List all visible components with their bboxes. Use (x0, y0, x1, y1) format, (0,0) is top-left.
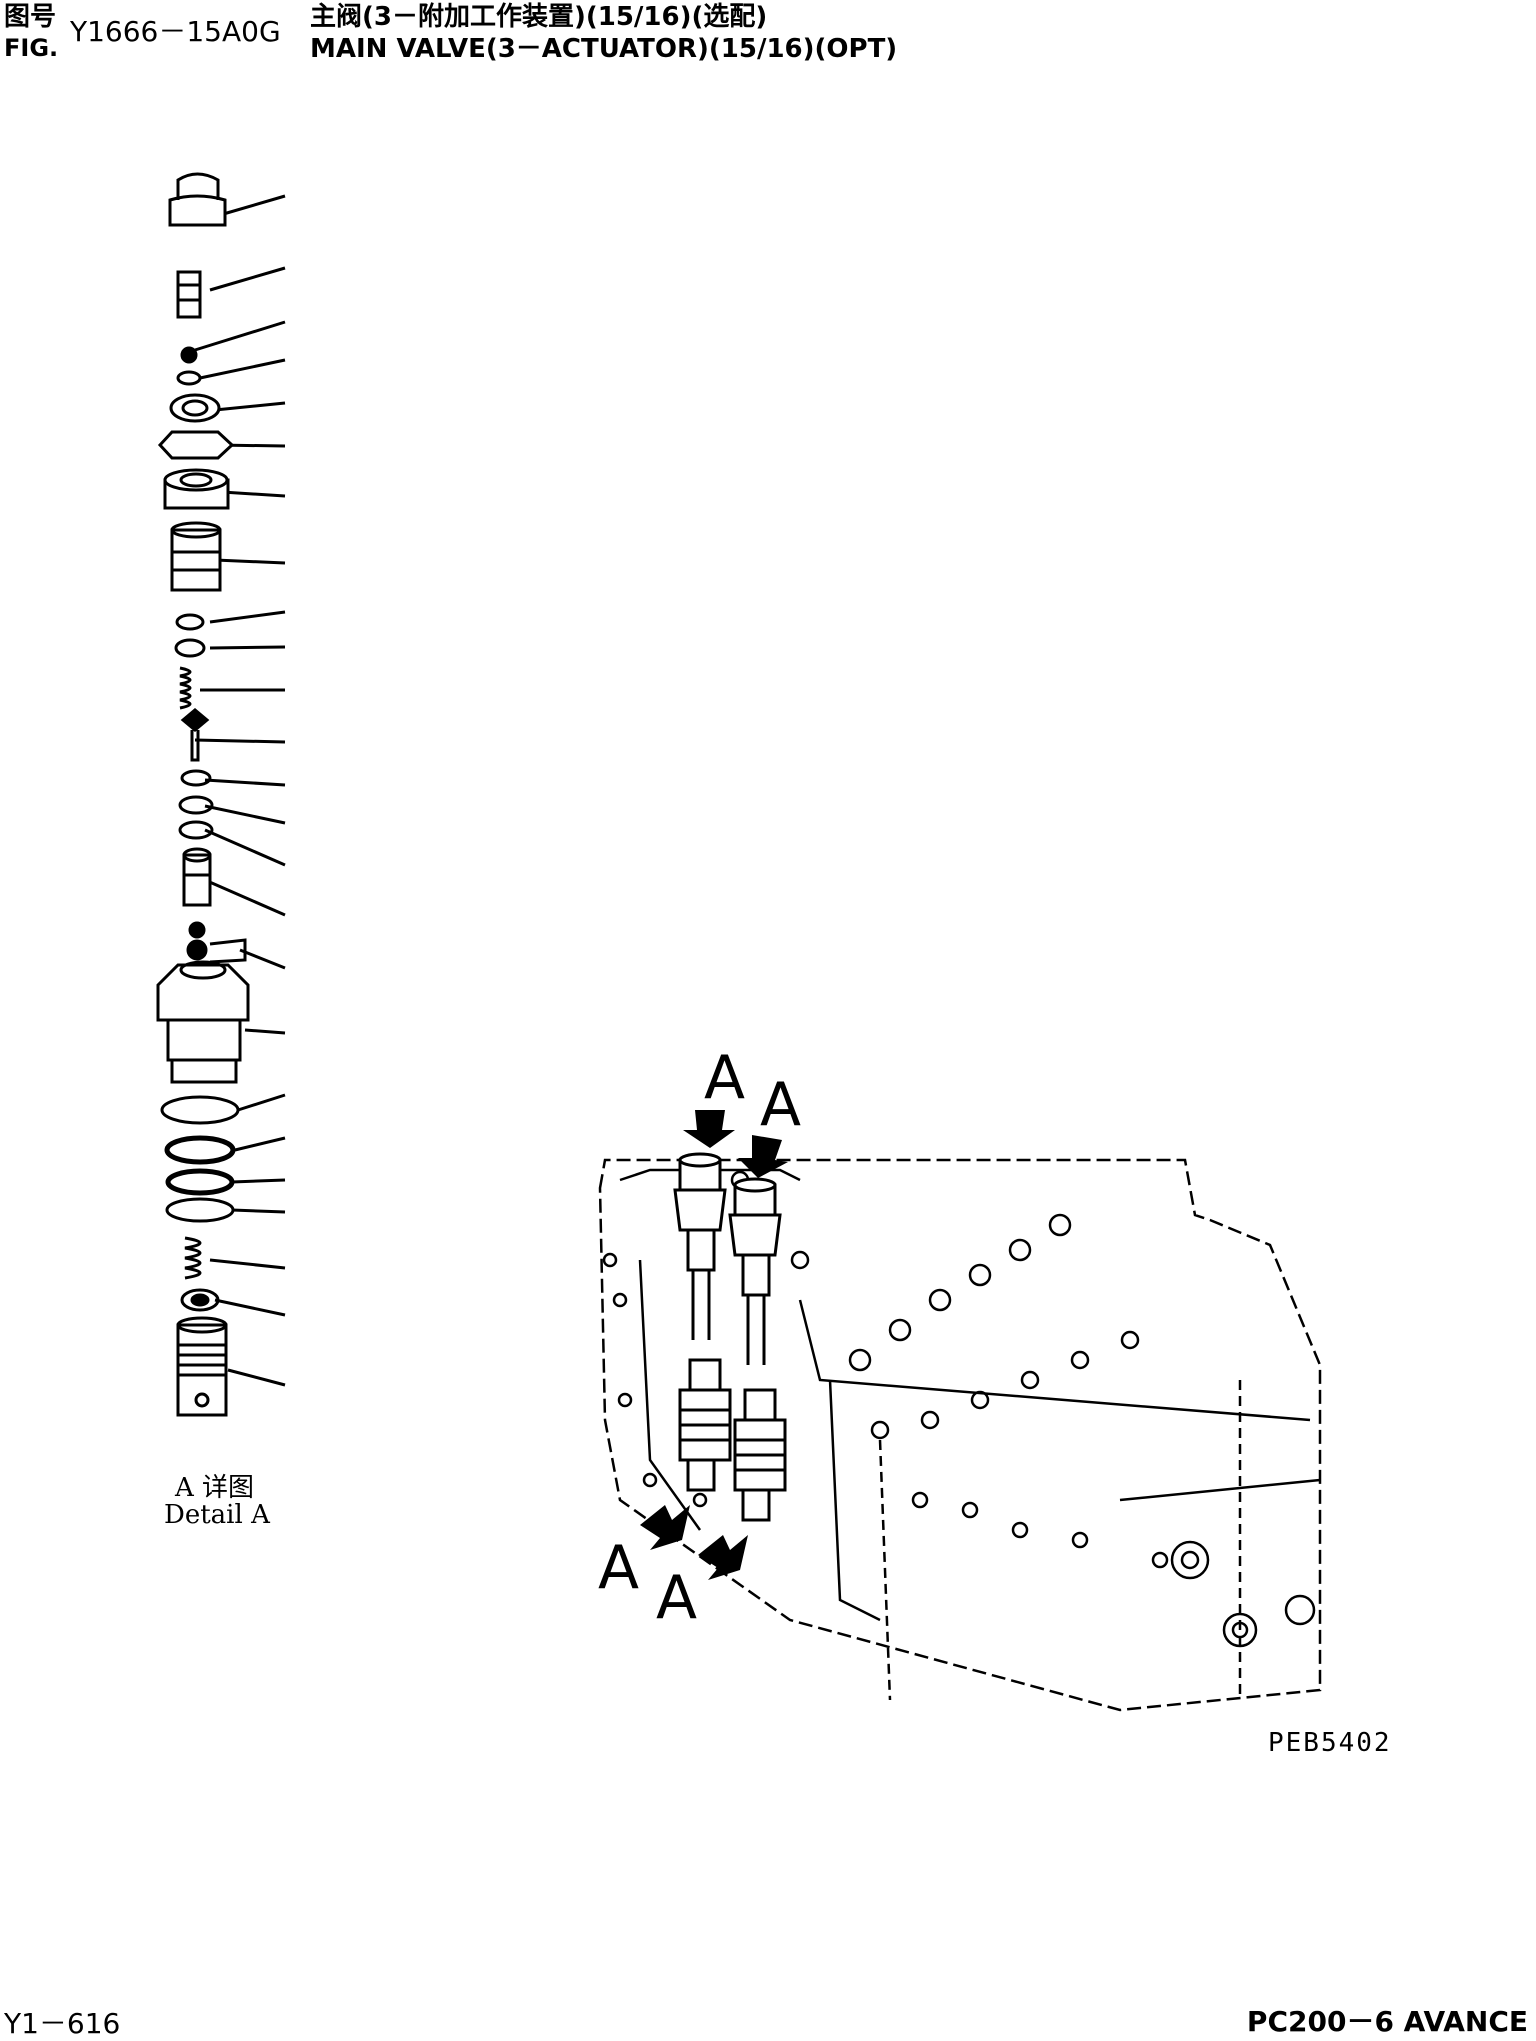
callout-a1: A (704, 1043, 745, 1113)
ball-icon (180, 346, 198, 364)
washer-icon (180, 1288, 220, 1312)
page-code: Y1－616 (4, 2007, 121, 2040)
upper-cartridge-right-icon (728, 1177, 782, 1365)
ring-large-icon (165, 1197, 235, 1223)
lower-cartridge-right-icon (733, 1388, 787, 1522)
cap-plug-icon (168, 172, 227, 227)
main-body-icon (156, 960, 250, 1084)
title-cn: 主阀(3－附加工作装置)(15/16)(选配) (310, 2, 768, 32)
o-ring-icon-2 (180, 769, 212, 787)
detail-label-cn: A 详图 (175, 1473, 255, 1503)
poppet-icon (180, 708, 210, 762)
callout-a4: A (656, 1563, 697, 1633)
o-ring-icon-3 (178, 795, 214, 815)
backup-ring-large-icon (164, 1135, 236, 1165)
upper-cartridge-left-icon (673, 1152, 727, 1340)
sleeve-icon (170, 521, 222, 592)
large-o-ring-icon (160, 1095, 240, 1125)
arrow-up-right-icon (698, 1535, 748, 1580)
detail-label-en: Detail A (164, 1500, 270, 1530)
arrow-down-left-icon (683, 1110, 735, 1148)
callout-a3: A (598, 1533, 639, 1603)
drawing-code: PEB5402 (1268, 1728, 1392, 1758)
spring-icon (184, 1236, 202, 1280)
o-ring-icon (175, 613, 205, 631)
main-valve-assembly (598, 1158, 1322, 1712)
adjust-screw-icon (176, 270, 202, 319)
spring-small-icon (179, 666, 192, 710)
backup-ring-icon (174, 638, 206, 658)
piston-icon (182, 847, 212, 907)
o-ring-large-icon (165, 1168, 235, 1196)
arrows (640, 1110, 788, 1580)
arrow-down-right-icon (738, 1135, 788, 1178)
nut-icon (169, 393, 221, 423)
fig-label-cn: 图号 (4, 2, 57, 32)
callout-labels: A A A A (598, 1043, 801, 1633)
title-en: MAIN VALVE(3－ACTUATOR)(15/16)(OPT) (310, 34, 898, 64)
lock-washer-icon (157, 430, 235, 460)
fig-number: Y1666－15A0G (70, 15, 281, 48)
ball-icon-2 (188, 921, 206, 939)
arrow-up-left-icon (640, 1505, 690, 1550)
lower-cartridge-left-icon (678, 1358, 732, 1492)
o-ring-icon-4 (178, 820, 214, 840)
plunger-icon (176, 1316, 228, 1417)
valve-cartridges (673, 1152, 787, 1522)
seal-tag-icon (186, 938, 247, 964)
o-ring-small-icon (176, 370, 202, 386)
model-name: PC200－6 AVANCE (1246, 2005, 1528, 2038)
lock-nut-icon (163, 468, 230, 510)
fig-label-en: FIG. (4, 34, 59, 62)
detail-a-parts (156, 172, 250, 1417)
leader-lines (194, 194, 286, 1387)
callout-a2: A (760, 1070, 801, 1140)
